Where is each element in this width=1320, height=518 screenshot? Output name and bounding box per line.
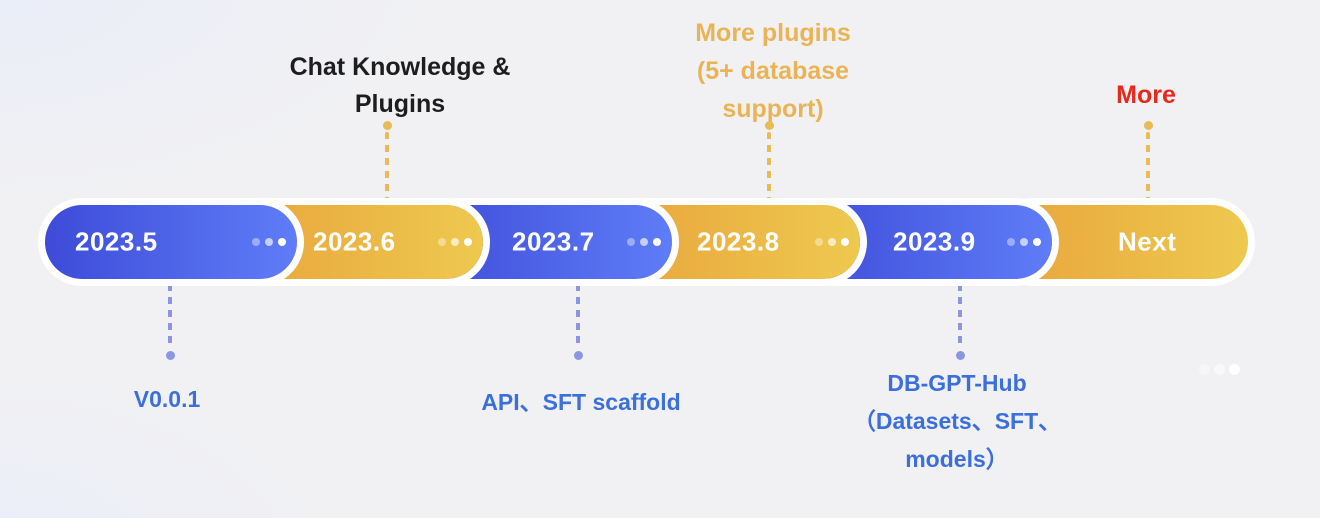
background-ellipsis-dots — [1199, 364, 1240, 375]
connector-2023-6 — [382, 121, 392, 203]
annotation-line: Chat Knowledge & — [289, 53, 511, 81]
annotation-db-gpt-hub: DB-GPT-Hub （Datasets、SFT、 models） — [797, 364, 1117, 478]
ellipsis-dots — [1007, 238, 1041, 246]
connector-2023-5 — [165, 284, 175, 360]
connector-next — [1143, 121, 1153, 203]
annotation-v001: V0.0.1 — [67, 380, 267, 418]
connector-dot — [764, 121, 774, 130]
dashed-line — [767, 132, 771, 203]
pill-label: 2023.9 — [893, 226, 976, 257]
ellipsis-dots — [815, 238, 849, 246]
ellipsis-dots — [438, 238, 472, 246]
dashed-line — [1146, 132, 1150, 203]
dashed-line — [385, 132, 389, 203]
pill-label: Next — [1118, 226, 1177, 257]
dashed-line — [958, 284, 962, 349]
dashed-line — [168, 284, 172, 349]
annotation-line: API、SFT scaffold — [481, 389, 681, 415]
annotation-line: DB-GPT-Hub — [887, 370, 1027, 396]
connector-2023-8 — [764, 121, 774, 203]
connector-2023-7 — [573, 284, 583, 360]
timeline-pill-2023-5: 2023.5 — [45, 205, 297, 279]
dashed-line — [576, 284, 580, 349]
annotation-more-plugins: More plugins (5+ database support) — [603, 14, 943, 128]
annotation-chat-knowledge-plugins: Chat Knowledge & Plugins — [220, 49, 580, 123]
connector-dot — [955, 351, 965, 360]
pill-label: 2023.8 — [697, 226, 780, 257]
annotation-line: (5+ database — [696, 57, 850, 85]
annotation-line: More plugins — [695, 19, 851, 47]
annotation-line: More — [1116, 81, 1176, 109]
pill-label: 2023.6 — [313, 226, 396, 257]
connector-dot — [382, 121, 392, 130]
connector-dot — [165, 351, 175, 360]
annotation-more: More — [1046, 77, 1246, 114]
annotation-line: models） — [905, 446, 1009, 472]
annotation-line: Plugins — [354, 90, 446, 118]
connector-dot — [1143, 121, 1153, 130]
ellipsis-dots — [627, 238, 661, 246]
pill-label: 2023.5 — [75, 226, 158, 257]
annotation-line: （Datasets、SFT、 — [852, 408, 1062, 434]
ellipsis-dots — [252, 238, 286, 246]
connector-2023-9 — [955, 284, 965, 360]
annotation-api-sft-scaffold: API、SFT scaffold — [421, 383, 741, 421]
annotation-line: V0.0.1 — [133, 386, 201, 412]
pill-label: 2023.7 — [512, 226, 595, 257]
connector-dot — [573, 351, 583, 360]
annotation-line: support) — [722, 95, 824, 123]
